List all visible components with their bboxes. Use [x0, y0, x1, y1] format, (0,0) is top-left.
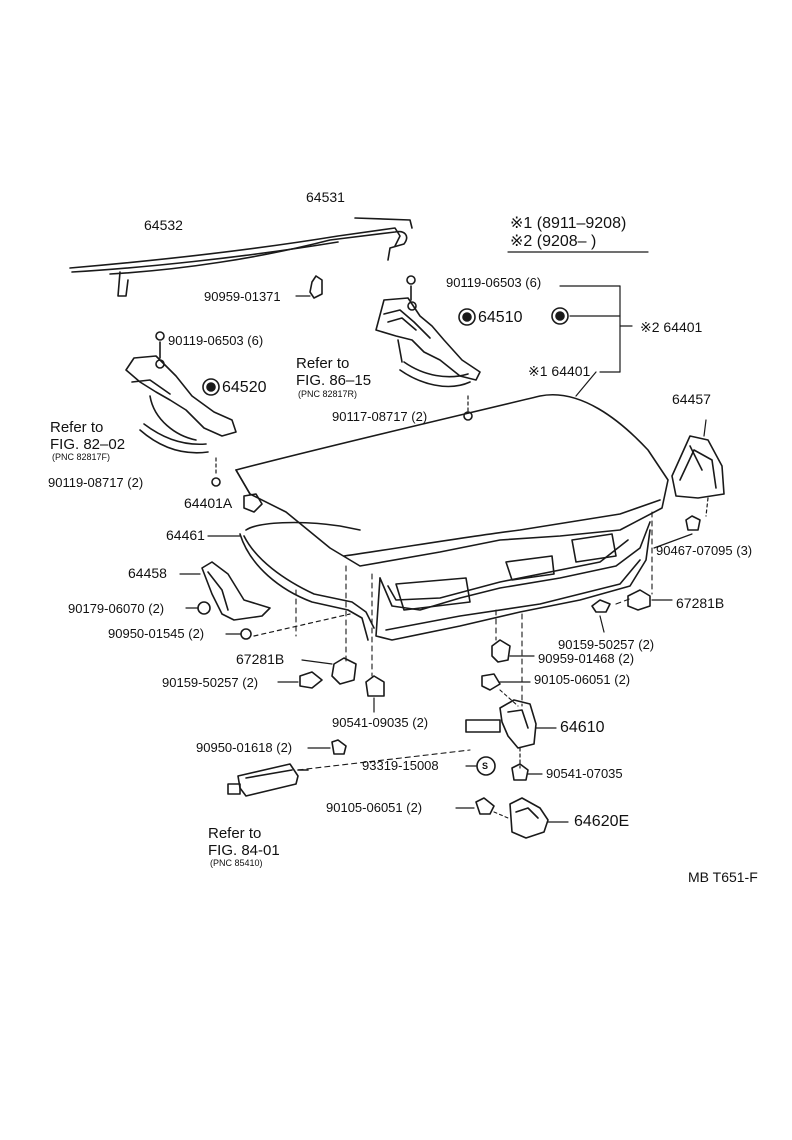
label-64532: 64532: [144, 217, 183, 233]
legend-line-2: ※2 (9208– ): [510, 233, 597, 250]
label-90950-01545: 90950-01545 (2): [108, 626, 205, 641]
cushion-64401: [551, 307, 569, 325]
label-90467-07095: 90467-07095 (3): [656, 543, 753, 558]
actuator-85410: [227, 763, 309, 797]
label-64510: 64510: [478, 309, 523, 326]
weatherstrip-64461: [207, 521, 375, 641]
clip-90959-01371: [295, 275, 323, 299]
label-90959-01468: 90959-01468 (2): [538, 651, 635, 666]
label-67281B-right: 67281B: [676, 595, 725, 611]
clip-90467-07095: [653, 515, 701, 549]
label-90105-06051-left: 90105-06051 (2): [326, 800, 423, 815]
label-90950-01618: 90950-01618 (2): [196, 740, 293, 755]
clip-90959-01468: [491, 639, 535, 663]
bumper-64520-dot: [206, 382, 216, 392]
label-90541-09035: 90541-09035 (2): [332, 715, 429, 730]
label-90159-50257-left: 90159-50257 (2): [162, 675, 259, 690]
label-90105-06051-right: 90105-06051 (2): [534, 672, 631, 687]
label-64457: 64457: [672, 391, 711, 407]
ref-86-15-line1: Refer to: [296, 355, 350, 372]
label-64458: 64458: [128, 565, 167, 581]
label-90119-08717: 90119-08717 (2): [48, 475, 144, 490]
screw-90179-06070: [185, 601, 211, 615]
seal-93319-15008: [465, 756, 496, 776]
screw-90105-06051-left: [455, 797, 509, 819]
ref-82-02-line2: FIG. 82–02: [50, 436, 126, 453]
label-64520: 64520: [222, 379, 267, 396]
cushion-90541-09035: [365, 675, 385, 713]
nut-90950-01545: [225, 613, 351, 640]
bumper-64510: [458, 308, 476, 326]
ref-86-15-pnc: (PNC 82817R): [298, 389, 358, 399]
label-90541-07035: 90541-07035: [546, 766, 623, 781]
label-64401-v1: ※1 64401: [528, 363, 591, 379]
label-64401A: 64401A: [184, 495, 233, 511]
bracket-64401: [559, 285, 633, 373]
trim-64457: [671, 419, 725, 517]
nut-90950-01618: [307, 739, 347, 755]
ref-84-01-line1: Refer to: [208, 825, 262, 842]
lock-64610: [465, 699, 557, 769]
torsion-bar-64531: [109, 217, 413, 275]
cushion-64401-dot: [555, 311, 565, 321]
trim-64458: [179, 561, 271, 621]
label-93319-15008: 93319-15008: [362, 758, 439, 773]
ref-86-15-line2: FIG. 86–15: [296, 372, 372, 389]
ref-82-02-pnc: (PNC 82817F): [52, 452, 111, 462]
bumper-64510-dot: [462, 312, 472, 322]
label-64401-v2: ※2 64401: [640, 319, 703, 335]
label-90119-06503-left: 90119-06503 (6): [168, 333, 264, 348]
ref-82-02-line1: Refer to: [50, 419, 104, 436]
figure-code: MB T651-F: [688, 869, 758, 885]
cushion-90541-07035: [511, 763, 543, 781]
label-90959-01371: 90959-01371: [204, 289, 281, 304]
ref-84-01-pnc: (PNC 85410): [210, 858, 263, 868]
label-s-mark: S: [482, 761, 489, 771]
label-64620E: 64620E: [574, 813, 630, 830]
hinge-right-64510: [375, 275, 481, 421]
trunk-lid-64401: [235, 371, 669, 641]
stopper-67281B-right: [591, 589, 673, 633]
cushion-64401A: [243, 493, 263, 513]
label-90159-50257-right: 90159-50257 (2): [558, 637, 655, 652]
label-64531: 64531: [306, 189, 345, 205]
label-64461: 64461: [166, 527, 205, 543]
ref-84-01-line2: FIG. 84-01: [208, 842, 280, 859]
screw-90105-06051-right: [481, 673, 531, 707]
label-90179-06070: 90179-06070 (2): [68, 601, 165, 616]
legend-line-1: ※1 (8911–9208): [510, 215, 627, 232]
guide-lines: [295, 511, 653, 771]
stopper-67281B-left: [301, 657, 357, 685]
label-64610: 64610: [560, 719, 605, 736]
hinge-left-64520: [125, 331, 237, 487]
label-90119-06503-right: 90119-06503 (6): [446, 275, 542, 290]
striker-64620E: [509, 797, 569, 839]
label-90117-08717: 90117-08717 (2): [332, 409, 428, 424]
bumper-64520: [202, 378, 220, 396]
screw-90159-50257-left: [277, 671, 323, 689]
label-67281B-left: 67281B: [236, 651, 285, 667]
